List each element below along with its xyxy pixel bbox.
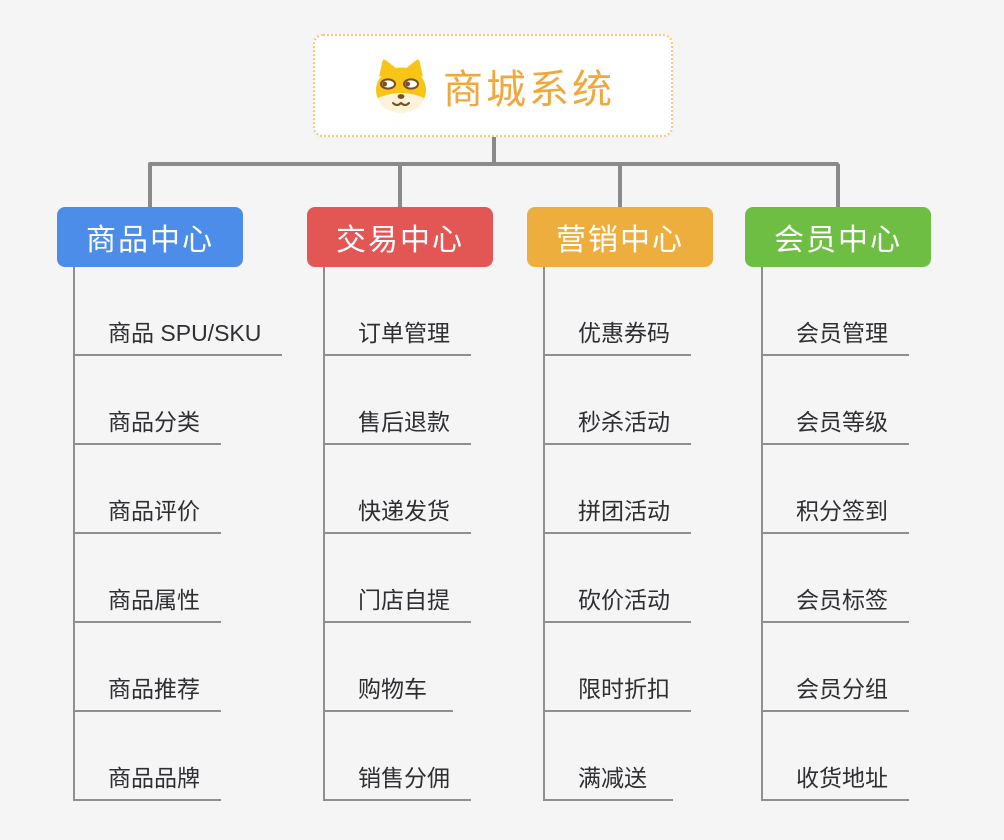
- leaf-item[interactable]: 优惠券码: [545, 267, 691, 356]
- leaf-item[interactable]: 快递发货: [325, 445, 471, 534]
- branch-box-member-center[interactable]: 会员中心: [745, 207, 931, 267]
- leaf-label: 快递发货: [358, 498, 450, 524]
- leaf-item[interactable]: 拼团活动: [545, 445, 691, 534]
- branch-label: 商品中心: [86, 224, 214, 257]
- leaf-item[interactable]: 会员分组: [763, 623, 909, 712]
- leaf-item[interactable]: 购物车: [325, 623, 453, 712]
- leaf-label: 门店自提: [358, 587, 450, 613]
- leaf-item[interactable]: 会员管理: [763, 267, 909, 356]
- branch-label: 交易中心: [336, 224, 464, 257]
- leaf-label: 商品推荐: [108, 676, 200, 702]
- leaf-item[interactable]: 会员等级: [763, 356, 909, 445]
- leaf-label: 商品品牌: [108, 765, 200, 791]
- leaf-item[interactable]: 商品品牌: [75, 712, 221, 801]
- root-node[interactable]: 商城系统: [313, 34, 673, 137]
- root-title: 商城系统: [443, 67, 615, 112]
- leaf-item[interactable]: 砍价活动: [545, 534, 691, 623]
- leaf-label: 收货地址: [796, 765, 888, 791]
- leaf-label: 购物车: [358, 676, 427, 702]
- connector-root-stem: [492, 135, 496, 166]
- branch-column-product-center: 商品中心 商品 SPU/SKU 商品分类 商品评价 商品属性 商品推荐 商品品牌: [57, 207, 283, 801]
- leaf-label: 商品评价: [108, 498, 200, 524]
- leaf-list: 会员管理 会员等级 积分签到 会员标签 会员分组 收货地址: [761, 267, 909, 801]
- leaf-label: 满减送: [578, 765, 647, 791]
- leaf-label: 商品分类: [108, 409, 200, 435]
- leaf-label: 售后退款: [358, 409, 450, 435]
- leaf-label: 会员分组: [796, 676, 888, 702]
- branch-column-member-center: 会员中心 会员管理 会员等级 积分签到 会员标签 会员分组 收货地址: [745, 207, 931, 801]
- leaf-item[interactable]: 商品评价: [75, 445, 221, 534]
- connector-drop: [398, 164, 402, 208]
- leaf-label: 销售分佣: [358, 765, 450, 791]
- leaf-item[interactable]: 商品属性: [75, 534, 221, 623]
- branch-box-trade-center[interactable]: 交易中心: [307, 207, 493, 267]
- leaf-label: 商品 SPU/SKU: [108, 320, 262, 346]
- connector-drop: [148, 164, 152, 208]
- leaf-item[interactable]: 订单管理: [325, 267, 471, 356]
- branch-label: 营销中心: [556, 224, 684, 257]
- leaf-label: 积分签到: [796, 498, 888, 524]
- leaf-list: 优惠券码 秒杀活动 拼团活动 砍价活动 限时折扣 满减送: [543, 267, 691, 801]
- leaf-label: 限时折扣: [578, 676, 670, 702]
- leaf-label: 秒杀活动: [578, 409, 670, 435]
- leaf-label: 会员等级: [796, 409, 888, 435]
- leaf-label: 拼团活动: [578, 498, 670, 524]
- branch-label: 会员中心: [774, 224, 902, 257]
- connector-drop: [618, 164, 622, 208]
- leaf-label: 商品属性: [108, 587, 200, 613]
- leaf-item[interactable]: 会员标签: [763, 534, 909, 623]
- leaf-label: 砍价活动: [578, 587, 670, 613]
- leaf-list: 订单管理 售后退款 快递发货 门店自提 购物车 销售分佣: [323, 267, 471, 801]
- leaf-label: 会员管理: [796, 320, 888, 346]
- leaf-item[interactable]: 秒杀活动: [545, 356, 691, 445]
- leaf-item[interactable]: 商品分类: [75, 356, 221, 445]
- leaf-item[interactable]: 商品 SPU/SKU: [75, 267, 283, 356]
- leaf-label: 订单管理: [358, 320, 450, 346]
- dog-face-icon: [376, 59, 426, 112]
- leaf-item[interactable]: 售后退款: [325, 356, 471, 445]
- leaf-label: 会员标签: [796, 587, 888, 613]
- branch-column-marketing-center: 营销中心 优惠券码 秒杀活动 拼团活动 砍价活动 限时折扣 满减送: [527, 207, 713, 801]
- leaf-item[interactable]: 限时折扣: [545, 623, 691, 712]
- leaf-item[interactable]: 门店自提: [325, 534, 471, 623]
- branch-box-marketing-center[interactable]: 营销中心: [527, 207, 713, 267]
- connector-drop: [836, 164, 840, 208]
- branch-box-product-center[interactable]: 商品中心: [57, 207, 243, 267]
- leaf-item[interactable]: 商品推荐: [75, 623, 221, 712]
- leaf-item[interactable]: 满减送: [545, 712, 673, 801]
- leaf-item[interactable]: 收货地址: [763, 712, 909, 801]
- leaf-item[interactable]: 积分签到: [763, 445, 909, 534]
- connector-horizontal-trunk: [148, 162, 839, 166]
- leaf-item[interactable]: 销售分佣: [325, 712, 471, 801]
- leaf-list: 商品 SPU/SKU 商品分类 商品评价 商品属性 商品推荐 商品品牌: [73, 267, 283, 801]
- branch-column-trade-center: 交易中心 订单管理 售后退款 快递发货 门店自提 购物车 销售分佣: [307, 207, 493, 801]
- leaf-label: 优惠券码: [578, 320, 670, 346]
